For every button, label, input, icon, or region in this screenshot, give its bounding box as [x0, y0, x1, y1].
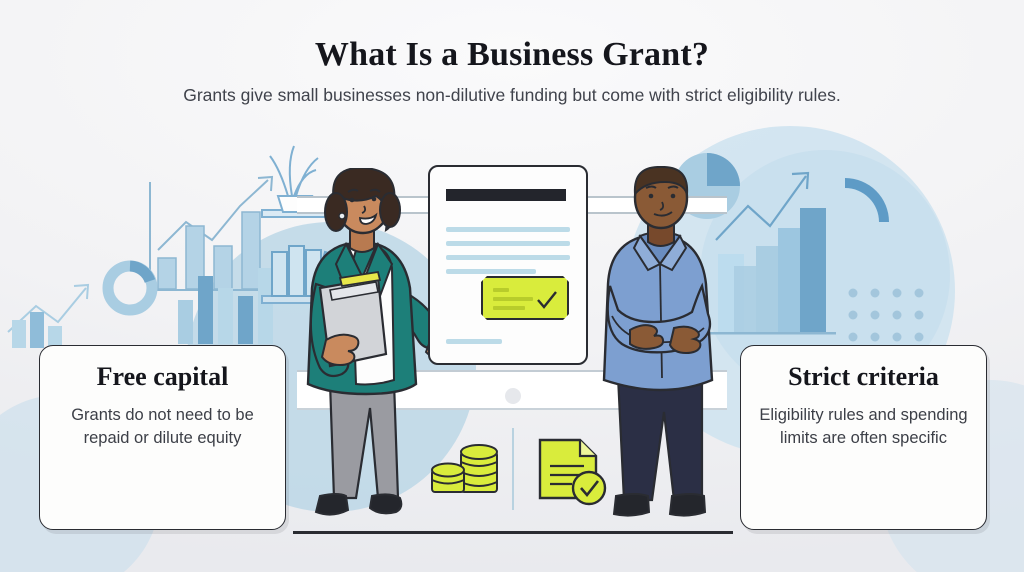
page-subtitle: Grants give small businesses non-dilutiv… — [183, 85, 841, 105]
card-strict-criteria: Strict criteria Eligibility rules and sp… — [740, 345, 987, 530]
left-lower-bars-icon — [178, 268, 273, 344]
small-arrow-icon — [7, 283, 90, 348]
right-bar-chart-icon — [708, 208, 836, 335]
page-title: What Is a Business Grant? — [314, 36, 710, 73]
approved-document-icon — [538, 438, 607, 506]
approved-voucher — [481, 276, 569, 320]
check-icon — [535, 289, 559, 311]
card-heading: Free capital — [96, 362, 229, 391]
document-title-bar — [446, 189, 566, 201]
document-text-line — [446, 227, 570, 232]
document-text-line — [446, 269, 536, 274]
business-man — [602, 166, 714, 517]
desk-knob — [505, 388, 521, 404]
icon-divider — [512, 428, 514, 510]
advisor-woman — [306, 168, 436, 516]
card-free-capital: Free capital Grants do not need to be re… — [39, 345, 286, 530]
growth-arrow-icon — [715, 171, 810, 241]
donut-chart-icon — [102, 260, 158, 316]
card-heading: Strict criteria — [788, 362, 939, 391]
card-body: Eligibility rules and spending limits ar… — [759, 406, 968, 448]
document-text-line — [446, 255, 570, 260]
ground-line — [293, 531, 733, 534]
coin-stacks-icon — [431, 444, 498, 493]
document-text-line — [446, 241, 570, 246]
card-body: Grants do not need to be repaid or dilut… — [71, 406, 254, 448]
grant-document — [428, 165, 588, 365]
left-bar-chart-icon — [157, 211, 261, 290]
document-text-line — [446, 339, 502, 344]
